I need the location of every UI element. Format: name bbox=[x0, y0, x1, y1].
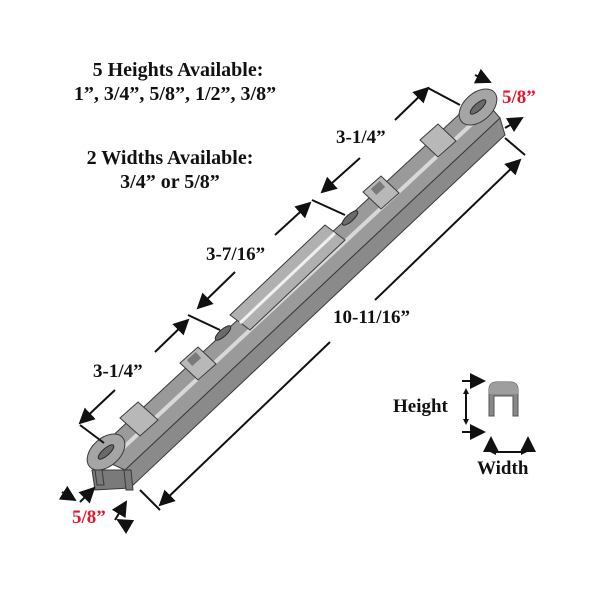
cross-section-width-label: Width bbox=[477, 458, 529, 479]
cross-section-height-label: Height bbox=[393, 396, 448, 417]
dimension-top-segment: 3-1/4” bbox=[336, 127, 386, 148]
widths-title: 2 Widths Available: bbox=[86, 147, 254, 169]
heights-title: 5 Heights Available: bbox=[92, 59, 264, 81]
cross-section-diagram bbox=[462, 373, 536, 455]
dimension-bottom-end-width: 5/8” bbox=[72, 507, 106, 528]
dimension-overall-length: 10-11/16” bbox=[333, 307, 411, 328]
widths-values: 3/4” or 5/8” bbox=[120, 171, 220, 193]
dimension-top-end-width: 5/8” bbox=[502, 87, 536, 108]
dimension-bottom-segment: 3-1/4” bbox=[93, 361, 143, 382]
dimension-middle-segment: 3-7/16” bbox=[206, 244, 266, 265]
heights-values: 1”, 3/4”, 5/8”, 1/2”, 3/8” bbox=[73, 83, 277, 105]
